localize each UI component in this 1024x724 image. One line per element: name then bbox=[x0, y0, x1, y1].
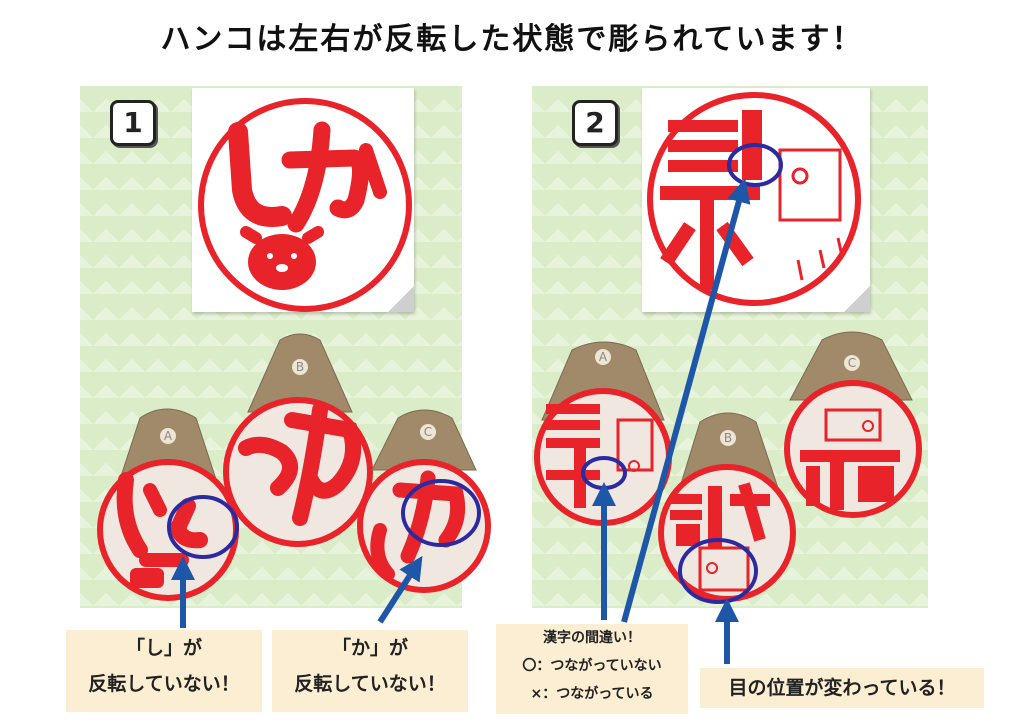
stamp-1-b bbox=[223, 333, 373, 547]
highlight-circle-2-ref bbox=[727, 143, 783, 187]
highlight-circle-1a bbox=[167, 495, 239, 559]
label-kanji-line1: 漢字の間違い！ bbox=[543, 630, 641, 646]
stamp-1-c bbox=[357, 409, 491, 593]
label-ka-not-reversed: 「か」が 反転していない！ bbox=[272, 630, 468, 712]
label-ka-line1: 「か」が bbox=[331, 637, 408, 659]
stamp-2-c-letter: C bbox=[848, 356, 856, 370]
label-kanji-mistake: 漢字の間違い！ 〇：つながっていない ×：つながっている bbox=[496, 624, 688, 714]
stamp-1-c-letter: C bbox=[424, 425, 432, 439]
paper-fold bbox=[388, 286, 414, 312]
label-eye-position: 目の位置が変わっている！ bbox=[700, 668, 984, 708]
label-ka-line2: 反転していない！ bbox=[294, 673, 446, 695]
reference-stamp-2 bbox=[647, 92, 861, 306]
label-shi-line2: 反転していない！ bbox=[88, 673, 240, 695]
page-title: ハンコは左右が反転した状態で彫られています！ bbox=[160, 22, 864, 57]
arrow-to-1c bbox=[377, 555, 423, 624]
stamp-2-c bbox=[784, 331, 922, 518]
panel-number-2: 2 bbox=[572, 100, 618, 146]
label-kanji-line3: ×：つながっている bbox=[530, 686, 654, 702]
highlight-circle-1c bbox=[401, 479, 481, 547]
panel-number-1: 1 bbox=[110, 100, 156, 146]
label-shi-line1: 「し」が bbox=[125, 637, 202, 659]
stamp-2-b bbox=[658, 412, 796, 602]
label-shi-not-reversed: 「し」が 反転していない！ bbox=[66, 630, 262, 712]
reference-stamp-1 bbox=[198, 98, 412, 312]
label-kanji-line2: 〇：つながっていない bbox=[522, 658, 662, 674]
stamp-1-a-letter: A bbox=[164, 429, 173, 443]
paper-fold bbox=[844, 286, 870, 312]
stamp-2-a-letter: A bbox=[599, 350, 608, 364]
stamp-1-b-letter: B bbox=[296, 360, 304, 374]
arrow-to-2-ref bbox=[621, 178, 751, 623]
stamp-2-b-letter: B bbox=[724, 431, 732, 445]
